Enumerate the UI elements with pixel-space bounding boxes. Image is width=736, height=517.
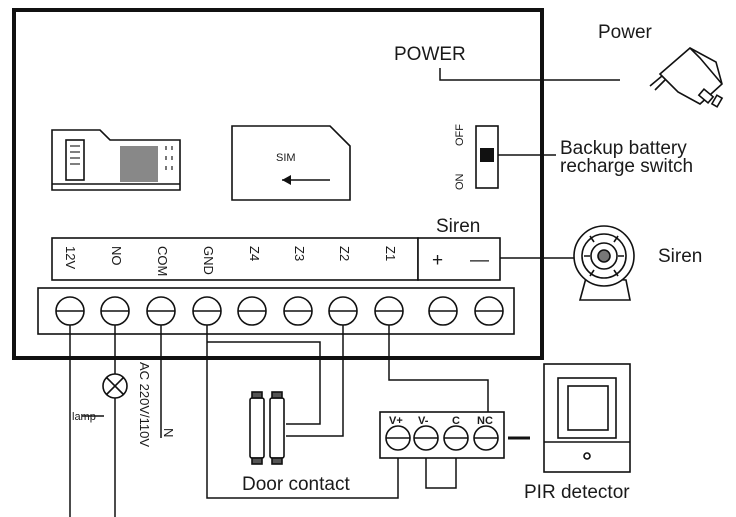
wire-z1 (388, 325, 489, 412)
wire-z4 (207, 341, 321, 425)
sim-card: SIM (231, 125, 351, 201)
terminal-screws (55, 296, 504, 326)
wire-gnd (206, 325, 399, 499)
lamp-icon (102, 373, 128, 399)
power-lead-line (439, 68, 620, 81)
screw-com (146, 296, 176, 326)
terminal-plus-label: + (432, 250, 443, 271)
screw-z2 (328, 296, 358, 326)
switch-on-label: ON (454, 173, 466, 190)
power-label: POWER (394, 44, 466, 65)
screw-z3 (283, 296, 313, 326)
switch-off-label: OFF (454, 124, 466, 146)
screw-no (100, 296, 130, 326)
pir-terminal-vminus: V- (418, 415, 429, 427)
screw-siren-minus (474, 296, 504, 326)
door-contact-icon (249, 391, 285, 465)
ac-supply-label: AC 220V/110V (137, 362, 152, 447)
power-adapter-label: Power (598, 22, 653, 43)
terminal-gnd-label: GND (201, 246, 216, 275)
backup-recharge-switch: OFF ON (454, 124, 499, 190)
terminal-label-strip (51, 237, 501, 281)
lamp-label: lamp (72, 411, 96, 423)
pir-detector-label: PIR detector (524, 482, 630, 503)
pir-terminal-nc: NC (477, 415, 493, 427)
terminal-12v-label: 12V (63, 246, 78, 269)
backup-label-line2: recharge switch (560, 156, 693, 177)
screw-gnd (192, 296, 222, 326)
power-adapter-icon (649, 47, 724, 108)
siren-icon (573, 225, 635, 301)
pir-detector-icon (543, 363, 631, 473)
n-label: N (161, 428, 176, 437)
screw-12v (55, 296, 85, 326)
sim-label: SIM (276, 152, 296, 164)
screw-siren-plus (428, 296, 458, 326)
terminal-z4-label: Z4 (247, 246, 262, 261)
wire-z2 (286, 325, 344, 437)
screw-z4 (237, 296, 267, 326)
terminal-com-label: COM (155, 246, 170, 276)
pir-terminal-vplus: V+ (389, 415, 403, 427)
sim-card-holder (51, 129, 181, 191)
door-contact-label: Door contact (242, 474, 350, 495)
terminal-no-label: NO (109, 246, 124, 266)
terminal-minus-label: — (470, 250, 489, 271)
terminal-labels: 12V NO COM GND Z4 Z3 Z2 Z1 + — (63, 246, 489, 276)
screw-z1 (374, 296, 404, 326)
wiring (69, 325, 489, 517)
pir-terminal-c: C (452, 415, 460, 427)
pir-terminal-block: V+ V- C NC (379, 411, 505, 459)
backup-label-line1: Backup battery (560, 138, 687, 159)
terminal-z3-label: Z3 (292, 246, 307, 261)
wire-pir-v-c (425, 454, 457, 489)
siren-device-label: Siren (658, 246, 702, 267)
siren-header-label: Siren (436, 216, 480, 237)
terminal-z2-label: Z2 (337, 246, 352, 261)
terminal-z1-label: Z1 (383, 246, 398, 261)
